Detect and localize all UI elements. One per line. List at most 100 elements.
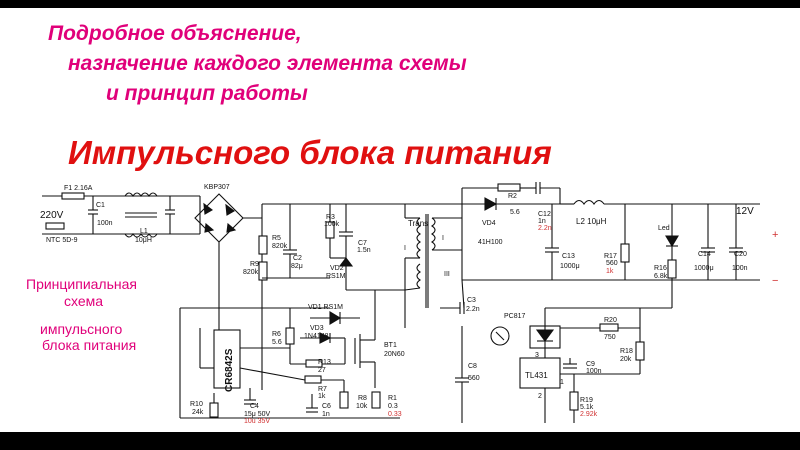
label-r20-value: 750 — [604, 334, 616, 341]
label-plus: + — [772, 229, 778, 241]
label-l1-value: 10μH — [135, 237, 152, 244]
label-bt1: BT1 — [384, 342, 397, 349]
label-r8: R8 — [358, 395, 367, 402]
side-label-line-3: импульсного — [40, 321, 123, 337]
label-r3: R3 — [326, 214, 335, 221]
label-r8-value: 10k — [356, 403, 368, 410]
header-line-1: Подробное объяснение, — [48, 22, 302, 45]
label-input-voltage: 220V — [40, 210, 64, 221]
label-tl431: TL431 — [525, 371, 548, 380]
header-line-3: и принцип работы — [106, 82, 308, 105]
label-vd2-value: RS1M — [326, 273, 346, 280]
label-r1-value-2: 0.33 — [388, 411, 402, 418]
label-c3: C3 — [467, 297, 476, 304]
label-vd1: VD1 RS1M — [308, 304, 343, 311]
label-c12: C12 — [538, 211, 551, 218]
label-r1-value: 0.3 — [388, 403, 398, 410]
label-c20-value: 100n — [732, 265, 748, 272]
label-r18: R18 — [620, 348, 633, 355]
label-c6-value: 1n — [322, 411, 330, 418]
label-r5: R5 — [272, 235, 281, 242]
schematic-diagram: F1 2.16A 220V NTC 5D-9 C1 100n L1 10μH K… — [40, 182, 778, 425]
label-r13: R13 — [318, 359, 331, 366]
label-c7: C7 — [358, 240, 367, 247]
label-c8: C8 — [468, 363, 477, 370]
label-winding-1: I — [404, 245, 406, 252]
label-r7: R7 — [318, 386, 327, 393]
label-r19-value-2: 2.92k — [580, 411, 598, 418]
label-c9: C9 — [586, 361, 595, 368]
label-vd3-value: 1N4148 — [304, 333, 329, 340]
label-r16-value: 6.8k — [654, 273, 668, 280]
label-c8-value: 560 — [468, 375, 480, 382]
label-r6-value: 5.6 — [272, 339, 282, 346]
label-r1: R1 — [388, 395, 397, 402]
label-r5-value: 820k — [272, 243, 288, 250]
main-title: Импульсного блока питания — [68, 134, 552, 171]
label-c13-value: 1000μ — [560, 263, 580, 270]
label-c4: C4 — [250, 403, 259, 410]
label-r10-value: 24k — [192, 409, 204, 416]
control-section — [179, 290, 400, 419]
label-r19-value: 5.1k — [580, 404, 594, 411]
side-label-line-4: блока питания — [42, 337, 137, 353]
bridge-rectifier — [194, 193, 263, 390]
label-r16: R16 — [654, 265, 667, 272]
side-label-line-1: Принципиальная — [26, 276, 137, 292]
top-letterbox — [0, 0, 800, 8]
startup-resistors — [258, 203, 462, 281]
label-c14-value: 1000μ — [694, 265, 714, 272]
label-r9-value: 820k — [243, 269, 259, 276]
header-line-2: назначение каждого элемента схемы — [68, 52, 467, 75]
output-section — [440, 182, 760, 314]
label-c7-value: 1.5n — [357, 247, 371, 254]
label-c4-value: 15μ 50V — [244, 411, 271, 418]
label-trans: Trans — [408, 219, 428, 228]
label-r2: R2 — [508, 193, 517, 200]
fuse-symbol — [61, 192, 85, 200]
label-vd4-value: 41H100 — [478, 239, 503, 246]
label-c2: C2 — [293, 255, 302, 262]
controller-ic — [213, 329, 241, 389]
label-pin-2: 2 — [538, 393, 542, 400]
label-c12-value: 1n — [538, 218, 546, 225]
label-c20: C20 — [734, 251, 747, 258]
label-r2-value: 5.6 — [510, 209, 520, 216]
label-c1-value: 100n — [97, 220, 113, 227]
label-r9: R9 — [250, 261, 259, 268]
label-r10: R10 — [190, 401, 203, 408]
label-l2: L2 10μH — [576, 217, 607, 226]
transformer — [404, 204, 462, 328]
label-c3-value: 2.2n — [466, 306, 480, 313]
label-winding-3: III — [444, 271, 450, 278]
label-vd3: VD3 — [310, 325, 324, 332]
label-r6: R6 — [272, 331, 281, 338]
label-output-voltage: 12V — [736, 206, 754, 217]
ntc-symbol — [45, 222, 65, 230]
label-c12-value-2: 2.2n — [538, 225, 552, 232]
label-c14: C14 — [698, 251, 711, 258]
side-label-line-2: схема — [64, 293, 104, 309]
label-l1: L1 — [140, 228, 148, 235]
l1-coil-bottom — [124, 233, 158, 238]
label-c13: C13 — [562, 253, 575, 260]
label-r13-value: 27 — [318, 367, 326, 374]
label-vd2: VD2 — [330, 265, 344, 272]
label-r20: R20 — [604, 317, 617, 324]
label-pc817: PC817 — [504, 313, 526, 320]
label-vd4: VD4 — [482, 220, 496, 227]
label-c1: C1 — [96, 202, 105, 209]
label-r19: R19 — [580, 397, 593, 404]
tl431-body — [519, 357, 561, 389]
l1-coil-top — [124, 192, 158, 197]
label-c2-value: 82μ — [291, 263, 303, 270]
label-r17-value-2: 1k — [606, 268, 614, 275]
label-bt1-value: 20N60 — [384, 351, 405, 358]
label-winding-2: I — [442, 235, 444, 242]
label-pin-1: 1 — [560, 379, 564, 386]
label-minus: − — [772, 275, 778, 287]
label-r17: R17 — [604, 253, 617, 260]
label-c4-value-2: 10u 35V — [244, 418, 270, 425]
label-controller-ic: CR6842S — [224, 348, 235, 392]
